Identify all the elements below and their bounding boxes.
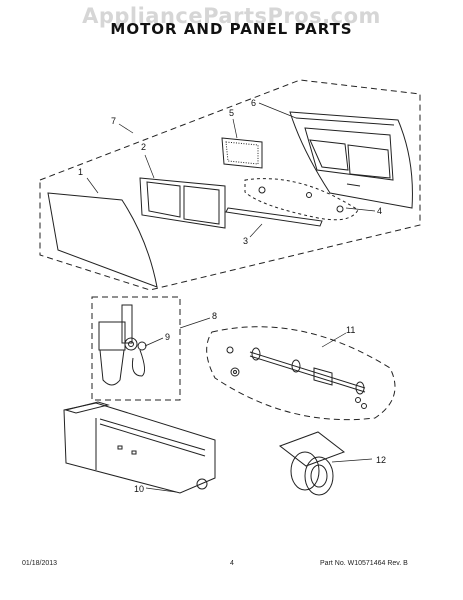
callout-10: 10: [134, 484, 144, 494]
callout-2: 2: [141, 142, 146, 152]
callout-8: 8: [212, 311, 217, 321]
footer-date: 01/18/2013: [22, 560, 58, 567]
part-4-screw-a: [258, 186, 266, 194]
part-1-glass-panel: [47, 192, 158, 288]
callout-1: 1: [78, 167, 83, 177]
leader-lines: [86, 102, 376, 493]
callout-6: 6: [251, 98, 256, 108]
part-9-linkage: [131, 349, 146, 377]
assembly-7-outline: [39, 79, 421, 291]
footer-part-number: Part No. W10571464 Rev. B: [320, 560, 408, 567]
callout-3: 3: [243, 236, 248, 246]
callout-4: 4: [377, 206, 382, 216]
part-4-hardware-outline: [244, 178, 359, 221]
callout-9: 9: [165, 332, 170, 342]
callout-5: 5: [229, 108, 234, 118]
part-5-small-filter: [221, 137, 263, 169]
part-11-rod-assembly: [226, 346, 367, 409]
part-12-blower: [278, 431, 346, 496]
page-title: MOTOR AND PANEL PARTS: [110, 20, 353, 38]
part-10-housing: [63, 401, 216, 494]
part-2-filter: [139, 177, 226, 229]
callout-12: 12: [376, 455, 386, 465]
part-6-control-panel: [289, 111, 413, 209]
callout-7: 7: [111, 116, 116, 126]
part-4-screw-b: [306, 192, 312, 198]
part-4-screw-c: [336, 205, 344, 213]
callout-11: 11: [346, 325, 355, 335]
part-11-outline: [206, 326, 396, 421]
motor-assembly: [98, 304, 147, 386]
part-3-trim-strip: [225, 207, 323, 227]
part-8-outline: [91, 296, 181, 401]
watermark: AppliancePartsPros.com: [82, 4, 381, 28]
footer-page-number: 4: [230, 560, 234, 567]
